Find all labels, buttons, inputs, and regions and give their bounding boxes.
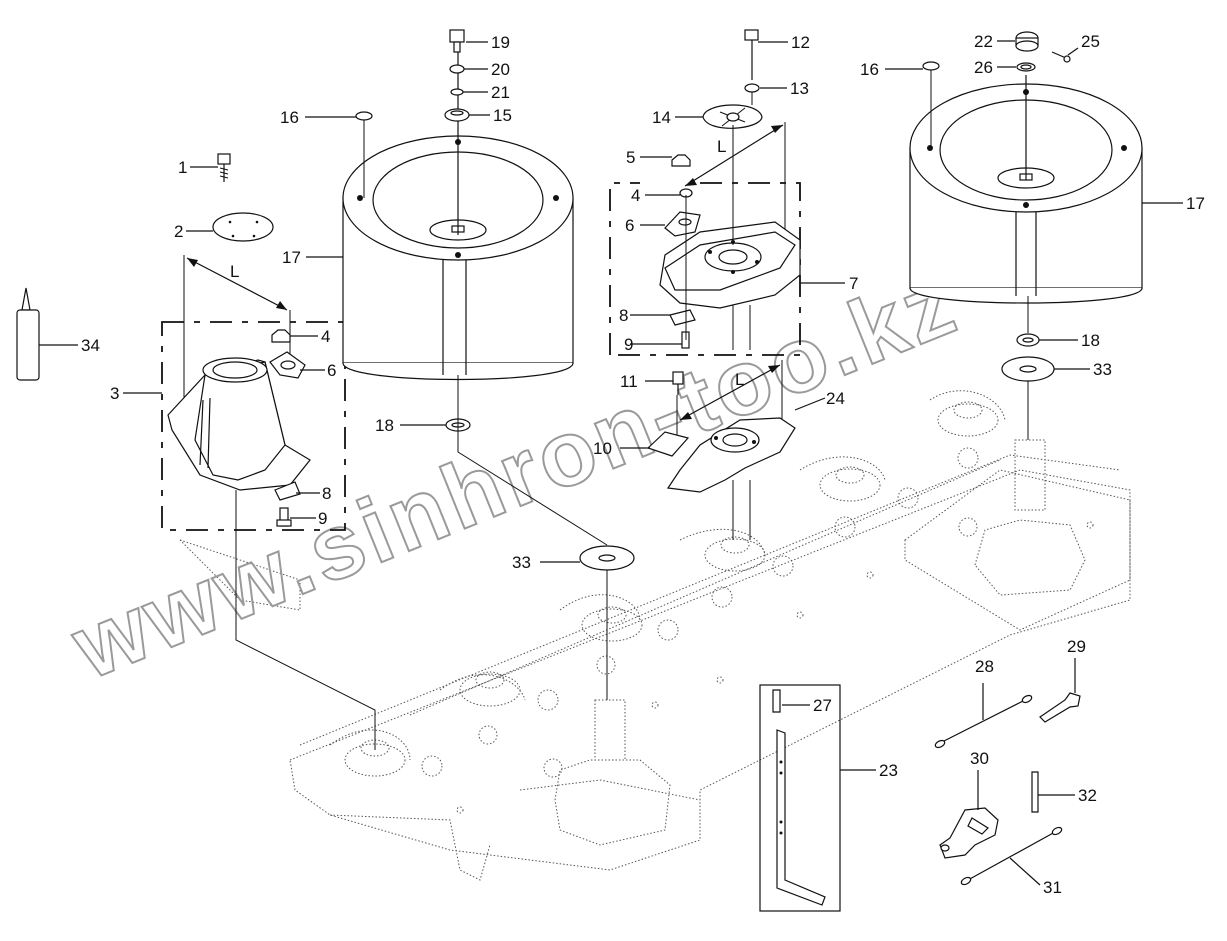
label-8: 8 — [619, 306, 628, 325]
label-20: 20 — [491, 60, 510, 79]
grease-tube-icon — [16, 287, 78, 381]
label-16: 16 — [280, 108, 299, 127]
label-15: 15 — [493, 106, 512, 125]
label-33: 33 — [512, 553, 531, 572]
label-31: 31 — [1043, 878, 1062, 897]
left-drum — [305, 29, 635, 700]
label-6: 6 — [327, 361, 336, 380]
label-18: 18 — [1081, 331, 1100, 350]
right-drum — [885, 31, 1183, 440]
label-11: 11 — [620, 372, 638, 391]
label-21: 21 — [491, 83, 510, 102]
label-8: 8 — [322, 484, 331, 503]
label-2: 2 — [174, 222, 183, 241]
label-14: 14 — [652, 108, 671, 127]
dimension-label-l: L — [230, 262, 239, 281]
center-hub-group: L — [609, 29, 845, 356]
label-13: 13 — [790, 79, 809, 98]
label-10: 10 — [593, 439, 612, 458]
label-17: 17 — [1186, 194, 1205, 213]
cutter-bar-assembly — [179, 390, 1131, 881]
left-housing-group: L — [123, 153, 376, 750]
label-9: 9 — [318, 509, 327, 528]
dimension-label-l-lower: L — [735, 370, 744, 389]
label-34: 34 — [81, 336, 100, 355]
label-22: 22 — [974, 32, 993, 51]
label-33: 33 — [1093, 360, 1112, 379]
lower-disc-group: L — [620, 360, 826, 540]
small-parts-group — [934, 658, 1081, 886]
label-9: 9 — [624, 335, 633, 354]
label-18: 18 — [375, 416, 394, 435]
label-16: 16 — [860, 60, 879, 79]
label-29: 29 — [1067, 637, 1086, 656]
label-17: 17 — [282, 248, 301, 267]
label-32: 32 — [1078, 786, 1097, 805]
label-27: 27 — [813, 696, 832, 715]
label-12: 12 — [791, 33, 810, 52]
label-19: 19 — [491, 33, 510, 52]
label-30: 30 — [970, 749, 989, 768]
label-26: 26 — [974, 58, 993, 77]
label-4: 4 — [631, 186, 640, 205]
label-7: 7 — [849, 274, 858, 293]
dimension-label-l-upper: L — [717, 137, 726, 156]
label-28: 28 — [975, 657, 994, 676]
label-6: 6 — [625, 216, 634, 235]
label-23: 23 — [879, 761, 898, 780]
label-25: 25 — [1081, 32, 1100, 51]
label-3: 3 — [110, 384, 119, 403]
label-24: 24 — [826, 389, 845, 408]
label-1: 1 — [178, 158, 187, 177]
part-number-labels: 1 2 3 4 4 5 6 6 7 8 8 9 9 10 11 12 13 14… — [81, 32, 1205, 897]
tool-kit-group — [759, 684, 876, 912]
label-5: 5 — [626, 148, 635, 167]
label-4: 4 — [321, 327, 330, 346]
